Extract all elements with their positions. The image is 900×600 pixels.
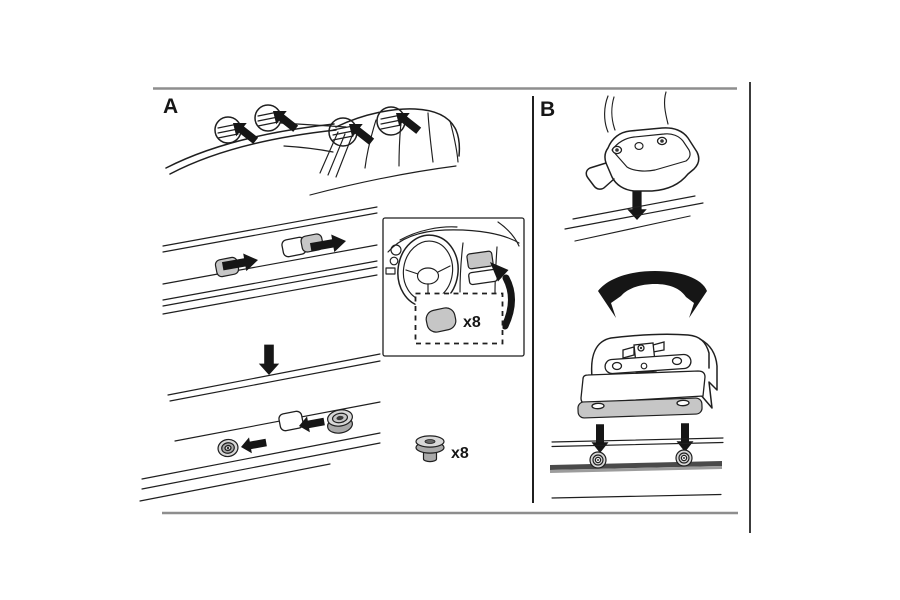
page-frame: [153, 82, 751, 533]
rotate-arrow-icon: [598, 271, 707, 318]
fixpoint-circle-2: [254, 104, 301, 136]
panel-a-label: A: [163, 95, 178, 118]
fixpoint-hole: [278, 410, 304, 432]
panel-a: A: [139, 95, 525, 502]
roof-rail-mount-figure: [549, 423, 724, 499]
clamp-assembly-figure: [577, 333, 718, 419]
car-roof-figure: [165, 104, 461, 196]
rail-plug-removal-figure: [162, 206, 378, 315]
bold-arrow-icon: [390, 106, 424, 138]
grommet-part-figure: x8: [415, 435, 469, 463]
rail-grommet-1: [589, 451, 607, 469]
panel-b-label: B: [540, 98, 555, 121]
down-arrow-icon: [676, 423, 694, 452]
rail-grommet-2: [675, 449, 693, 467]
rail-grommet-insert-figure: [139, 353, 381, 502]
left-arrow-icon: [239, 434, 268, 455]
cover-plug-part: [425, 307, 457, 333]
grommet-loose: [327, 409, 353, 434]
base-plate: [577, 397, 703, 419]
grommet-qty-label: x8: [451, 445, 469, 462]
down-arrow-icon: [591, 424, 609, 453]
fixpoint-circle-4: [376, 106, 424, 138]
curved-arrow-icon: [490, 262, 515, 330]
fitting-bracket-figure: [564, 91, 704, 242]
panel-b: B: [540, 91, 724, 499]
glovebox-door: [466, 250, 494, 270]
grommet-installed: [217, 438, 239, 458]
fixpoint-circle-1: [214, 116, 261, 148]
fixpoint-circle-3: [328, 117, 377, 149]
glovebox-qty-label: x8: [463, 314, 481, 331]
glovebox-inset: x8: [382, 217, 525, 357]
down-arrow-icon: [258, 344, 280, 375]
